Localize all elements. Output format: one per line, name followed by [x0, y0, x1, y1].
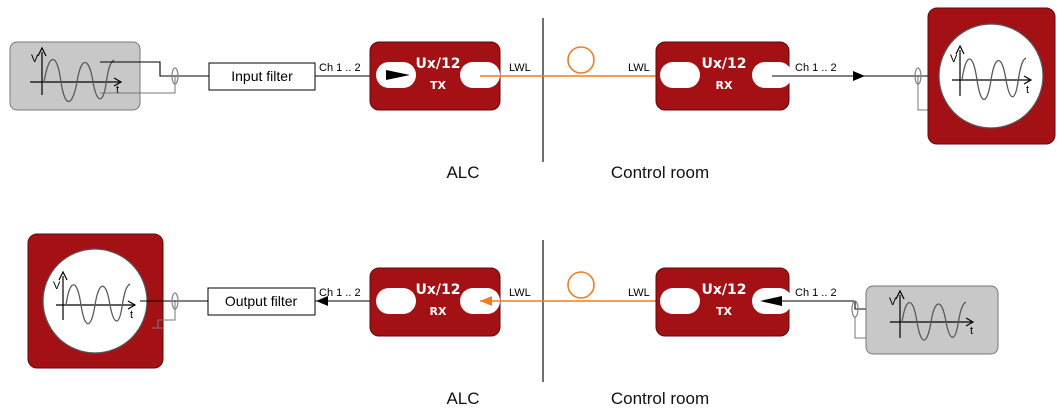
- ferrite-clamp-icon: [171, 67, 179, 85]
- scope-axis-v: V: [950, 53, 958, 65]
- source-axis-v: V: [889, 296, 897, 308]
- tx-mode: TX: [430, 79, 447, 92]
- input-filter-label: Input filter: [231, 68, 293, 84]
- zone-label-control-room: Control room: [611, 389, 709, 408]
- tx-port-in-label: Ch 1 .. 2: [319, 62, 361, 74]
- rx-port-in-label: LWL: [509, 287, 531, 299]
- zone-label-alc: ALC: [446, 163, 479, 182]
- signal-source-icon: V t: [865, 285, 999, 355]
- tx-port-out-label: LWL: [509, 62, 531, 74]
- tx-unit-bottom[interactable]: Ux/12 TX: [655, 267, 792, 337]
- scope-axis-v: V: [53, 280, 61, 292]
- signal-source-icon: V t: [9, 41, 141, 111]
- scope-axis-t: t: [1026, 84, 1029, 96]
- output-filter-label: Output filter: [225, 293, 298, 309]
- tx-port-out-label: LWL: [628, 287, 650, 299]
- fiber-coil-icon: [567, 46, 595, 74]
- output-filter-box[interactable]: Output filter: [207, 287, 316, 316]
- oscilloscope-icon: V t: [927, 7, 1056, 145]
- rx-unit-top[interactable]: Ux/12 RX: [655, 41, 792, 111]
- rx-port-in-label: LWL: [628, 62, 650, 74]
- bottom-chain: V t Output filter Ch 1 .. 2 Ux/12 RX LWL: [27, 233, 999, 408]
- fiber-coil-icon: [567, 271, 595, 299]
- top-chain: V t Input filter Ch 1 .. 2 Ux/12 TX LWL: [9, 7, 1056, 182]
- zone-label-control-room: Control room: [611, 163, 709, 182]
- tx-mode: TX: [716, 305, 733, 318]
- rx-title: Ux/12: [702, 56, 747, 72]
- ferrite-clamp-icon: [171, 292, 179, 310]
- rx-port-out-label: Ch 1 .. 2: [319, 287, 361, 299]
- source-output-wire: [100, 61, 209, 77]
- source-ground-wire: [100, 76, 176, 94]
- tx-title: Ux/12: [416, 56, 461, 72]
- rx-title: Ux/12: [416, 282, 461, 298]
- scope-ground-wire: [152, 301, 176, 329]
- scope-axis-t: t: [130, 309, 133, 321]
- rx-mode: RX: [430, 305, 447, 318]
- zone-label-alc: ALC: [446, 389, 479, 408]
- tx-title: Ux/12: [702, 282, 747, 298]
- rx-unit-bottom[interactable]: Ux/12 RX: [369, 267, 501, 337]
- rx-port-out-label: Ch 1 .. 2: [795, 62, 837, 74]
- source-axis-t: t: [116, 84, 119, 96]
- source-axis-t: t: [970, 325, 973, 337]
- input-filter-box[interactable]: Input filter: [208, 62, 316, 91]
- rx-mode: RX: [716, 79, 733, 92]
- tx-port-in-label: Ch 1 .. 2: [795, 287, 837, 299]
- source-axis-v: V: [31, 53, 39, 65]
